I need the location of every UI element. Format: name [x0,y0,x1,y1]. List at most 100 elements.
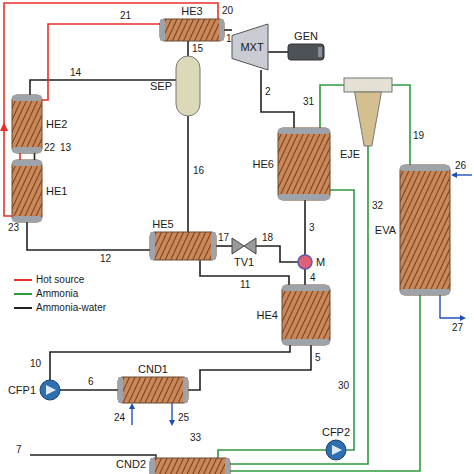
coil-body [12,95,42,153]
stream-connector [392,85,410,165]
generator-symbol [288,44,324,60]
flow-arrow [451,172,457,178]
throttle-valve-symbol [232,238,256,254]
flow-arrow [129,403,135,409]
mixer: M [298,255,312,269]
pump-symbol [326,440,346,460]
stream-connector [268,51,288,53]
flow-arrow [460,315,466,321]
valve-symbol [232,238,244,254]
heat-exchanger: HE4 [282,285,330,345]
stream-connector [216,245,232,247]
legend-text: Hot source [36,274,84,286]
heat-exchanger: HE1 [12,160,42,222]
end-cap [282,285,330,291]
stream-number: 22 [44,142,55,154]
pump-symbol [40,380,60,400]
coil-body [282,285,330,345]
equipment-label: HE1 [46,185,67,198]
stream-number: 13 [60,142,71,154]
end-cap [183,377,188,403]
ejector-body [344,78,392,92]
coil-body [150,232,216,260]
equipment-label: CFP2 [322,426,350,439]
throttle-valve: TV1 [232,238,256,254]
stream-number: 2 [265,86,271,98]
equipment-label: HE5 [152,218,173,231]
legend-swatch [14,293,32,295]
equipment-label: HE2 [46,118,67,131]
heat-exchanger: HE2 [12,95,42,153]
coil-body [278,128,330,200]
equipment-label: CND2 [116,458,146,471]
stream-connector [304,269,306,285]
end-cap [12,147,42,153]
evaporator-symbol [400,165,450,295]
ejector-symbol [344,78,392,146]
heat-exchanger-symbol [12,95,42,153]
equipment-label: MXT [240,41,263,54]
stream-number: 5 [315,352,321,364]
separator: SEP [176,56,200,116]
end-cap [282,339,330,345]
stream-number: 3 [309,222,315,234]
vessel-symbol [176,56,200,116]
coil-body [150,458,230,474]
stream-connector [330,190,354,450]
stream-number: 19 [413,130,424,142]
equipment-label: EVA [375,224,396,237]
end-cap [211,232,216,260]
end-cap [278,194,330,200]
legend-text: Ammonia [36,288,78,300]
water-line [440,295,462,318]
equipment-label: CND1 [138,363,168,376]
stream-connector [27,222,150,250]
stream-number: 1 [226,33,232,45]
ejector-diffuser [355,92,382,146]
generator-fan [318,47,322,57]
stream-number: 7 [16,444,22,456]
stream-number: 31 [303,96,314,108]
legend-swatch [14,307,32,309]
heat-exchanger-symbol [282,285,330,345]
condenser-symbol [118,377,188,403]
stream-connector [256,246,298,262]
coil-body [400,165,450,295]
end-cap [150,232,155,260]
stream-connector [304,200,306,255]
stream-number: 12 [100,253,111,265]
stream-connector [60,389,118,391]
stream-number: 25 [178,412,189,424]
stream-number: 4 [310,272,316,284]
coil-body [118,377,188,403]
equipment-label: HE6 [253,158,274,171]
stream-connector [34,153,36,160]
end-cap [12,95,42,101]
coil-body [12,160,42,222]
stream-number: 20 [222,5,233,17]
stream-number: 26 [455,160,466,172]
heat-exchanger-symbol [278,128,330,200]
legend-text: Ammonia-water [36,302,106,314]
end-cap [150,458,155,474]
end-cap [225,458,230,474]
equipment-label: CFP1 [8,384,36,397]
end-cap [400,289,450,295]
ejector: EJE [344,78,392,146]
coil-body [160,19,224,41]
pump: CFP2 [326,440,346,460]
pump: CFP1 [40,380,60,400]
stream-connector [50,345,290,380]
equipment-label: HE4 [257,309,278,322]
stream-connector [42,24,160,100]
valve-symbol [244,238,256,254]
stream-number: 27 [452,322,463,334]
stream-number: 24 [114,412,125,424]
stream-number: 21 [120,10,131,22]
pump-symbol [40,380,60,400]
equipment-label: GEN [294,30,318,43]
heat-exchanger: HE3 [160,19,224,41]
legend-swatch [14,279,32,281]
stream-number: 18 [262,232,273,244]
equipment-label: EJE [340,148,360,161]
